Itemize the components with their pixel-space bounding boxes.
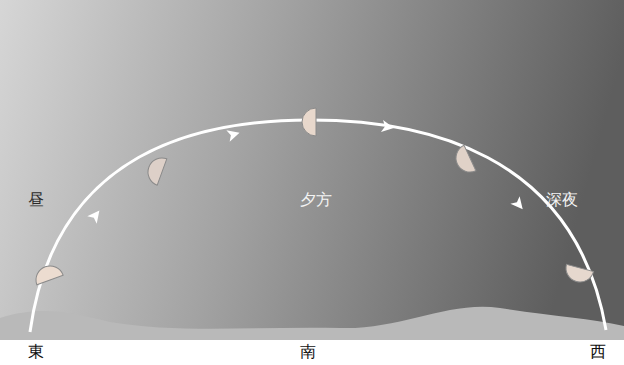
ground-hills (0, 307, 624, 340)
time-label: 夕方 (300, 191, 332, 209)
direction-label: 西 (590, 343, 606, 361)
direction-label: 南 (300, 343, 316, 361)
moon-shapes (32, 108, 593, 285)
direction-label: 東 (28, 343, 44, 361)
time-label: 深夜 (546, 191, 578, 209)
time-label: 昼 (28, 191, 44, 209)
sky-background (0, 0, 624, 340)
path-arrows (87, 120, 527, 224)
moon-path (30, 120, 606, 332)
